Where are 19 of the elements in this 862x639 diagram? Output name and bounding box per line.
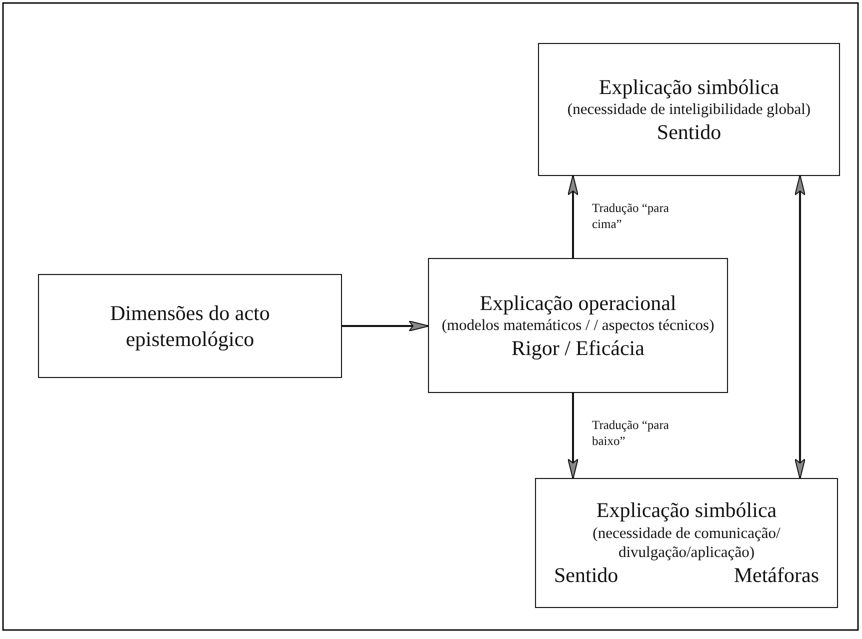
node-title: Dimensões do acto epistemológico xyxy=(109,300,271,352)
process-box xyxy=(535,478,838,608)
arrow xyxy=(568,393,578,480)
arrow xyxy=(342,320,430,332)
node-title: Explicação simbólica xyxy=(596,497,777,524)
process-box xyxy=(428,258,728,393)
process-box xyxy=(538,43,840,176)
process-box xyxy=(38,274,342,378)
node-keyword: Sentido xyxy=(656,119,722,146)
arrow xyxy=(794,174,806,480)
node-title: Explicação operacional xyxy=(480,290,676,316)
node-title: Explicação simbólica xyxy=(598,74,780,100)
node-keyword: Metáforas xyxy=(734,562,819,589)
node-keyword: Sentido xyxy=(554,562,618,589)
node-keyword: Rigor / Eficácia xyxy=(512,335,644,362)
node-description: (necessidade de inteligibilidade global) xyxy=(567,100,811,120)
node-description: (necessidade de comunicação/ divulgação/aplicação) xyxy=(592,524,782,562)
arrow xyxy=(568,174,578,258)
node-description: (modelos matemáticos / / aspectos técnicos) xyxy=(442,316,714,336)
